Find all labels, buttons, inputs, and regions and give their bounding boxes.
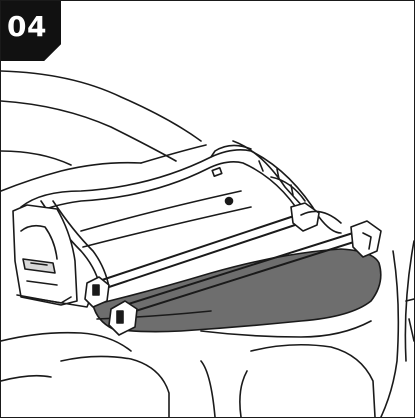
step-number: 04 (7, 10, 47, 43)
front-left-foot (108, 300, 138, 336)
step-badge: 04 (1, 1, 61, 61)
crossbar-icon (92, 214, 358, 316)
front-right-foot (350, 220, 382, 258)
tonneau-cover (92, 248, 382, 333)
rear-left-foot (84, 276, 110, 308)
tower-clamp-icon (12, 204, 92, 308)
bed-rail-detail (258, 160, 342, 224)
truck-side-panel (380, 240, 414, 417)
truck-body-lower (1, 320, 376, 417)
sport-bar-frame (20, 140, 342, 292)
rear-right-foot (290, 202, 320, 232)
truck-cab-outline (1, 70, 207, 192)
